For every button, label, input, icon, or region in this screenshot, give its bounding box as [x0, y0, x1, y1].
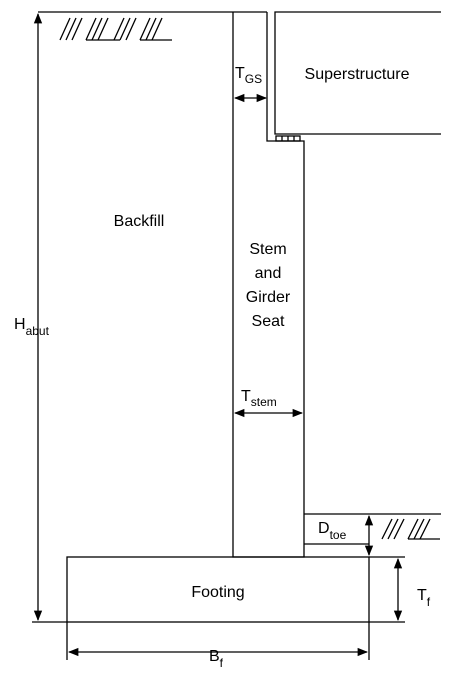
stem-label-line-1: Stem — [249, 241, 286, 258]
toe-ground-hatch — [381, 518, 440, 540]
backfill-label: Backfill — [114, 213, 165, 230]
stem-label-line-2: and — [255, 265, 282, 282]
superstructure-label: Superstructure — [305, 66, 410, 83]
stem-outline — [232, 12, 305, 558]
h-abut-label: Habut — [14, 316, 50, 338]
footing-label: Footing — [191, 584, 244, 601]
superstructure-box — [274, 11, 441, 135]
stem-label-line-4: Seat — [252, 313, 285, 330]
d-toe-label: Dtoe — [318, 520, 347, 542]
b-f-label: Bf — [209, 648, 224, 670]
stem-label-line-3: Girder — [246, 289, 291, 306]
t-f-label: Tf — [417, 587, 431, 609]
t-gs-label: TGS — [235, 65, 262, 86]
footing-box — [66, 556, 370, 623]
backfill-ground-hatch — [59, 17, 172, 41]
t-stem-label: Tstem — [241, 388, 277, 409]
